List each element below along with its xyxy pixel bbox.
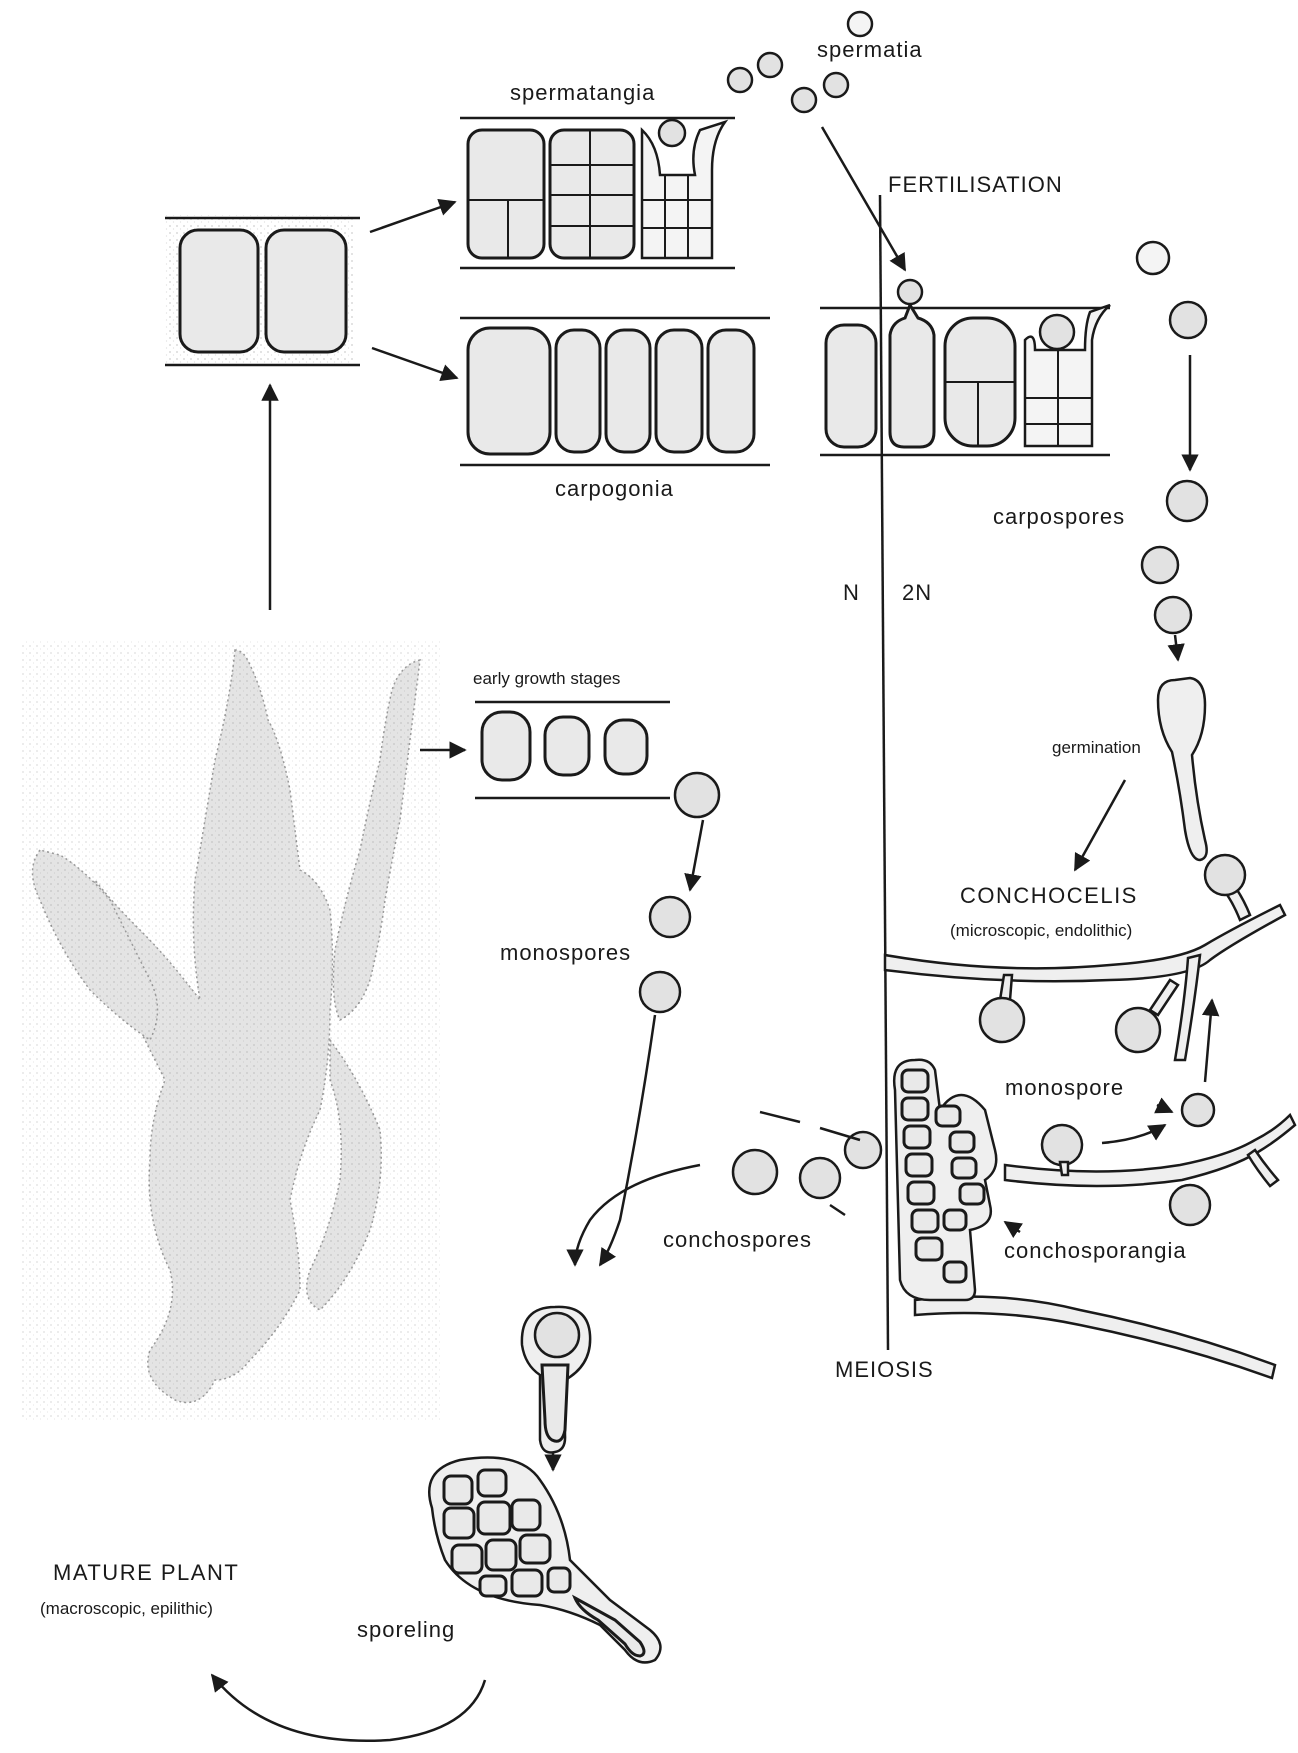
sporeling-young <box>522 1307 590 1453</box>
label-conchocelis-sub: (microscopic, endolithic) <box>950 921 1132 940</box>
label-haploid: N <box>843 580 860 605</box>
carpogonia-strip <box>460 318 770 465</box>
early-growth-strip <box>475 702 719 817</box>
conchospore-group <box>733 1112 881 1215</box>
vegetative-cells <box>165 215 360 365</box>
label-sporeling: sporeling <box>357 1617 455 1642</box>
label-spermatia: spermatia <box>817 37 923 62</box>
label-conchocelis: CONCHOCELIS <box>960 883 1138 908</box>
label-conchospores: conchospores <box>663 1227 812 1252</box>
fertilised-strip <box>820 280 1110 455</box>
label-monospore: monospore <box>1005 1075 1124 1100</box>
label-germination: germination <box>1052 738 1141 757</box>
label-monospores: monospores <box>500 940 631 965</box>
spermatia-cluster <box>728 12 872 112</box>
label-mature-plant: MATURE PLANT <box>53 1560 239 1585</box>
label-meiosis: MEIOSIS <box>835 1357 934 1382</box>
label-carpospores: carpospores <box>993 504 1125 529</box>
spermatangia-strip <box>460 118 735 268</box>
label-early-growth: early growth stages <box>473 669 620 688</box>
sporeling-mature <box>429 1458 660 1663</box>
ploidy-divider-line <box>880 195 888 1350</box>
label-fertilisation: FERTILISATION <box>888 172 1063 197</box>
label-carpogonia: carpogonia <box>555 476 674 501</box>
label-mature-plant-sub: (macroscopic, epilithic) <box>40 1599 213 1618</box>
label-diploid: 2N <box>902 580 932 605</box>
carpospore-chain <box>1137 242 1207 860</box>
monospore-chain <box>640 897 690 1012</box>
conchosporangia-branch <box>894 1060 996 1300</box>
label-spermatangia: spermatangia <box>510 80 655 105</box>
mature-plant-thallus <box>20 640 440 1420</box>
label-conchosporangia: conchosporangia <box>1004 1238 1187 1263</box>
